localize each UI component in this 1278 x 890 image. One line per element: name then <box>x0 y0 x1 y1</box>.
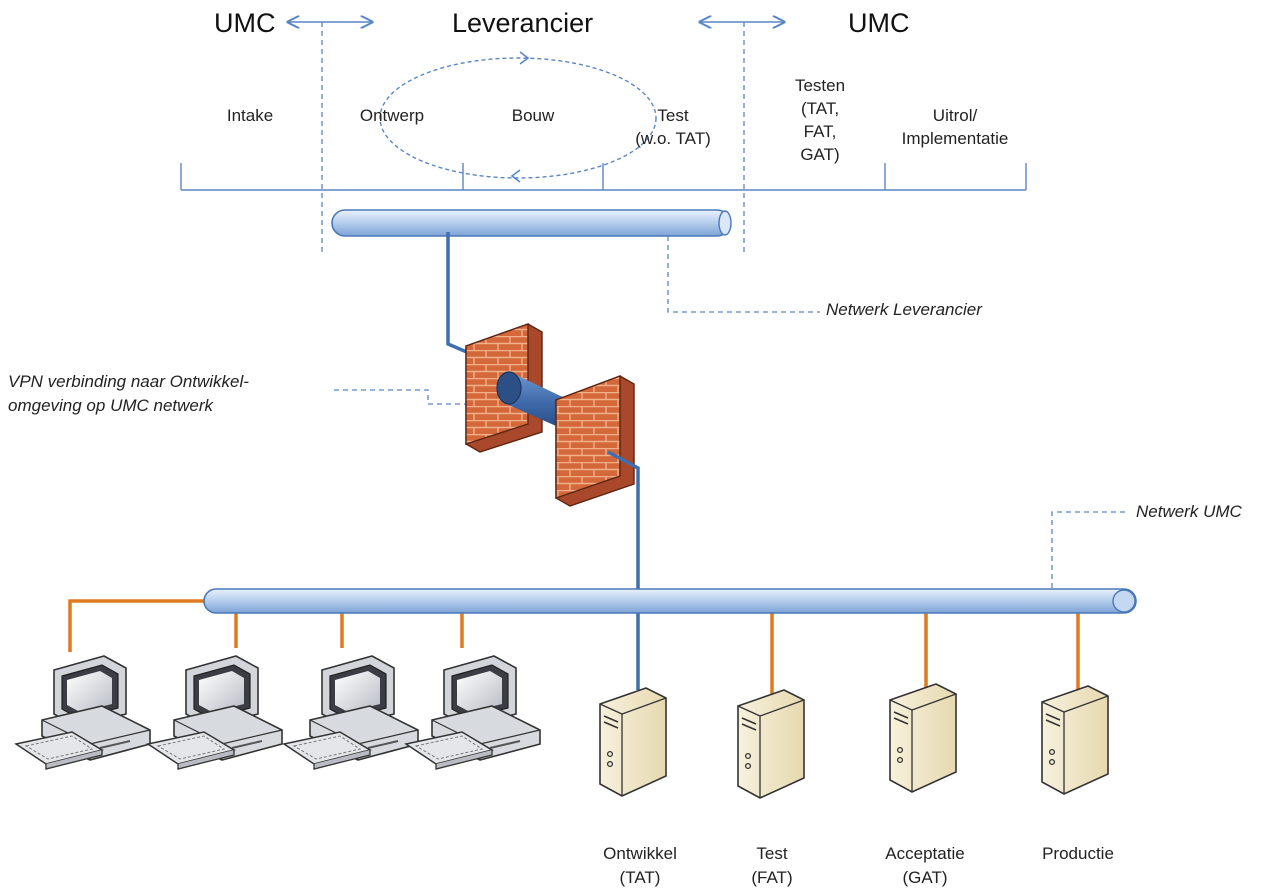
server-code: (FAT) <box>751 868 793 887</box>
responsibility-boundaries <box>321 22 745 252</box>
umc-left-label: UMC <box>214 8 276 38</box>
server-name: Ontwikkel <box>603 844 677 863</box>
phase-testen-line4: GAT) <box>800 145 840 164</box>
server-name: Acceptatie <box>885 844 965 863</box>
firewall-umc <box>555 374 635 507</box>
vpn-callout <box>334 389 492 405</box>
phase-testen: Testen (TAT, FAT, GAT) <box>770 74 870 166</box>
workstation-2-icon <box>147 655 283 770</box>
phase-testen-line3: FAT, <box>803 122 837 141</box>
umc-network-label: Netwerk UMC <box>1136 502 1242 521</box>
umc-network-pipe <box>203 588 1137 614</box>
supplier-network-callout <box>667 236 820 313</box>
supplier-network-label: Netwerk Leverancier <box>826 300 982 319</box>
server-productie-icon <box>1041 685 1109 795</box>
workstation-4-icon <box>405 655 541 770</box>
server-label-productie: Productie <box>1028 842 1128 866</box>
leverancier-label: Leverancier <box>452 8 594 38</box>
workstation-3-icon <box>283 655 419 770</box>
vpn-note: VPN verbinding naar Ontwikkel- omgeving … <box>8 370 249 418</box>
server-name: Productie <box>1042 844 1114 863</box>
server-label-ontwikkel: Ontwikkel (TAT) <box>582 842 698 890</box>
phase-testen-line2: (TAT, <box>800 99 840 118</box>
phase-uitrol: Uitrol/ Implementatie <box>890 104 1020 150</box>
umc-right-label: UMC <box>848 8 910 38</box>
phase-uitrol-line2: Implementatie <box>901 129 1009 148</box>
phase-testen-line1: Testen <box>794 76 846 95</box>
server-test-icon <box>737 689 805 799</box>
workstation-1-icon <box>15 655 151 770</box>
phase-test: Test (w.o. TAT) <box>612 104 734 150</box>
server-label-test: Test (FAT) <box>730 842 814 890</box>
umc-network-callout <box>1051 511 1126 588</box>
phase-test-line1: Test <box>657 106 689 125</box>
server-acceptatie-icon <box>889 683 957 793</box>
vpn-link-umc <box>607 450 640 690</box>
phase-uitrol-line1: Uitrol/ <box>932 106 978 125</box>
phase-ontwerp: Ontwerp <box>359 106 425 125</box>
server-code: (TAT) <box>619 868 661 887</box>
server-code: (GAT) <box>902 868 948 887</box>
phase-bouw: Bouw <box>511 106 555 125</box>
iteration-cycle <box>379 51 657 183</box>
vpn-note-line2: omgeving op UMC netwerk <box>8 396 214 415</box>
phase-intake: Intake <box>226 106 274 125</box>
vpn-note-line1: VPN verbinding naar Ontwikkel- <box>8 372 249 391</box>
lan-links <box>68 599 1080 698</box>
server-ontwikkel-icon <box>599 687 667 797</box>
supplier-network-pipe <box>331 209 732 237</box>
phase-test-line2: (w.o. TAT) <box>635 129 711 148</box>
phase-timeline <box>180 163 1027 191</box>
server-name: Test <box>756 844 788 863</box>
server-label-acceptatie: Acceptatie (GAT) <box>864 842 986 890</box>
